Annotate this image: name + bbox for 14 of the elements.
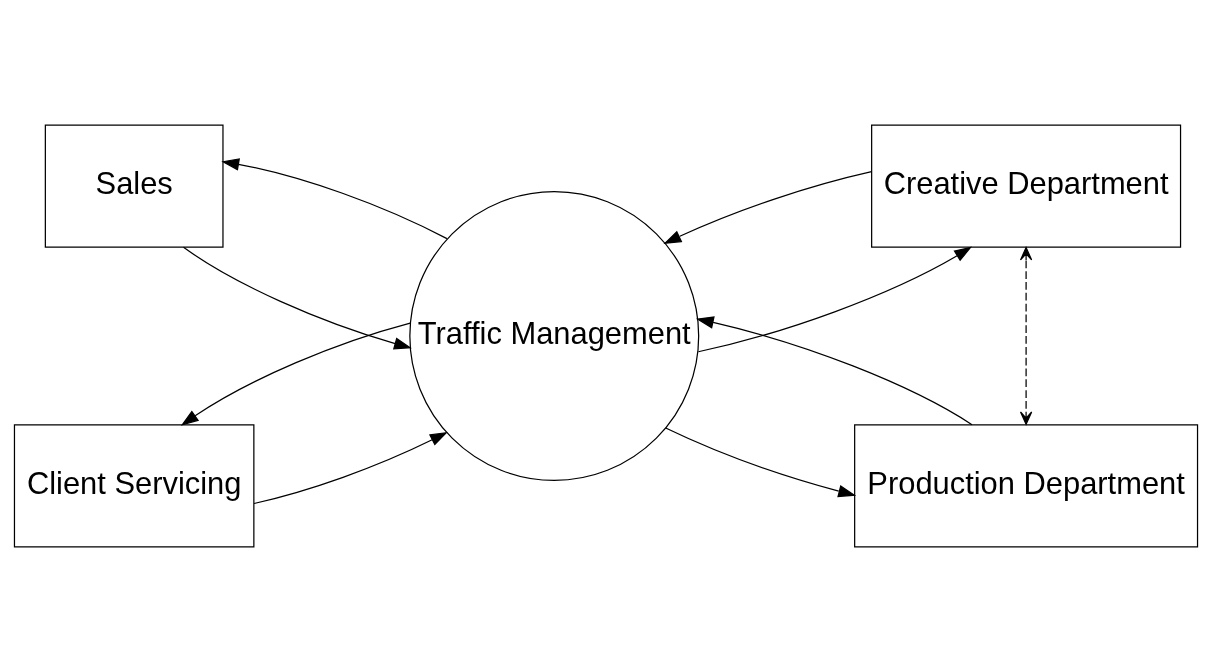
arrow — [182, 246, 412, 350]
node-circle: Traffic Management — [409, 190, 700, 481]
arrow — [663, 170, 873, 244]
node-box: Creative Department — [871, 124, 1182, 248]
node-box: Client Servicing — [13, 423, 255, 547]
arrow — [697, 246, 973, 352]
arrow — [253, 431, 448, 504]
node-box: Sales — [44, 124, 224, 248]
arrow — [695, 315, 973, 425]
arrow — [1019, 246, 1033, 425]
arrow — [665, 426, 857, 497]
node-box: Production Department — [854, 423, 1199, 547]
arrow — [221, 157, 448, 239]
arrow — [180, 322, 411, 426]
